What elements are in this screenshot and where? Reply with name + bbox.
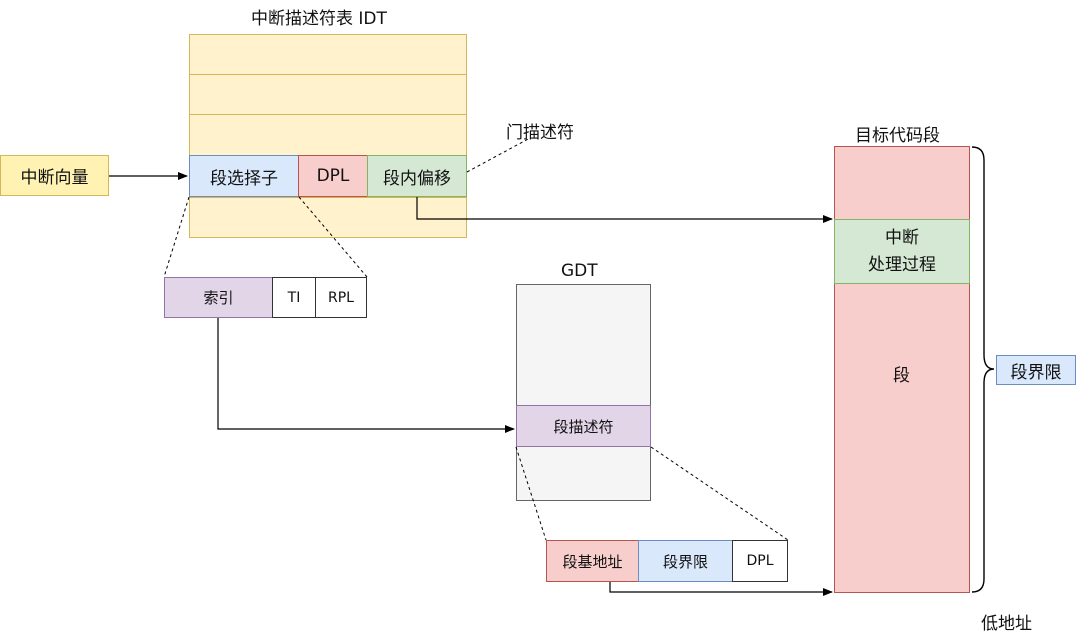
selector-zoom-left xyxy=(163,196,190,278)
base-arrow xyxy=(609,582,833,596)
target-segment-limit-label: 段界限 xyxy=(1010,362,1062,383)
rpl-cell: RPL xyxy=(315,277,367,318)
limit-brace xyxy=(971,146,995,593)
interrupt-vector-box: 中断向量 xyxy=(0,155,109,196)
low-address-label: 低地址 xyxy=(981,614,1032,634)
idt-title: 中断描述符表 IDT xyxy=(251,9,387,29)
segment-label: 段 xyxy=(893,366,910,386)
target-segment-limit-box: 段界限 xyxy=(996,355,1076,385)
gate-leader-line xyxy=(466,137,531,173)
offset-arrow xyxy=(416,197,833,223)
idt-table xyxy=(189,34,467,238)
rpl-label: RPL xyxy=(328,289,354,306)
index-arrow xyxy=(217,318,515,433)
segment-descriptor-cell: 段描述符 xyxy=(516,405,651,447)
gdt-segment-limit-cell: 段界限 xyxy=(638,540,733,582)
gdt-dpl-label: DPL xyxy=(746,553,774,569)
index-label: 索引 xyxy=(203,289,234,307)
base-address-cell: 段基地址 xyxy=(546,540,639,582)
segment-selector-cell: 段选择子 xyxy=(189,155,299,197)
segment-descriptor-label: 段描述符 xyxy=(553,417,614,436)
gdt-title: GDT xyxy=(561,261,598,281)
handler-line2: 处理过程 xyxy=(868,254,936,275)
gate-descriptor-label: 门描述符 xyxy=(506,123,574,143)
idt-dpl-label: DPL xyxy=(316,166,350,186)
segment-selector-label: 段选择子 xyxy=(210,168,278,189)
segment-offset-label: 段内偏移 xyxy=(383,168,451,189)
base-address-label: 段基地址 xyxy=(562,552,623,571)
handler-line1: 中断 xyxy=(885,227,919,248)
interrupt-vector-label: 中断向量 xyxy=(20,168,89,188)
idt-row-divider xyxy=(189,197,467,198)
idt-dpl-cell: DPL xyxy=(298,155,368,197)
ti-cell: TI xyxy=(272,277,316,318)
segment-offset-cell: 段内偏移 xyxy=(367,155,467,197)
gdt-segment-limit-label: 段界限 xyxy=(662,552,708,571)
target-segment-title: 目标代码段 xyxy=(855,126,940,146)
ti-label: TI xyxy=(287,289,301,306)
idt-row-divider xyxy=(189,114,467,115)
descriptor-zoom-right xyxy=(650,446,789,541)
gdt-table xyxy=(516,284,651,501)
gdt-dpl-cell: DPL xyxy=(732,540,788,582)
index-cell: 索引 xyxy=(164,277,273,318)
idt-row-divider xyxy=(189,74,467,75)
interrupt-handler-block: 中断 处理过程 xyxy=(834,219,970,284)
